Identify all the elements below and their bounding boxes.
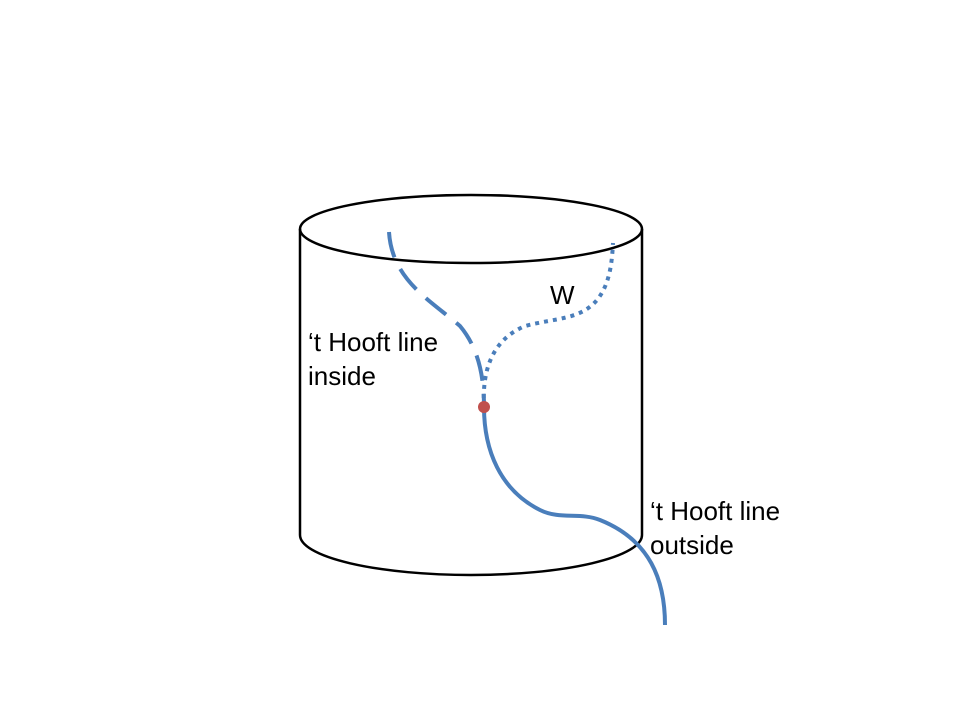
junction-point bbox=[478, 401, 490, 413]
hooft-line-inside-label-line1: ‘t Hooft line bbox=[308, 327, 439, 357]
hooft-line-outside-label: ‘t Hooft line outside bbox=[650, 494, 780, 562]
hooft-line-outside-label-line1: ‘t Hooft line bbox=[650, 496, 781, 526]
wilson-line-label: W bbox=[550, 280, 575, 310]
hooft-line-inside bbox=[387, 231, 486, 408]
cylinder-bottom-rim bbox=[298, 534, 644, 577]
wilson-line bbox=[481, 242, 615, 408]
hooft-line-inside-label: ‘t Hooft line inside bbox=[308, 325, 438, 393]
hooft-line-outside bbox=[482, 406, 667, 626]
cylinder-top-rim bbox=[298, 193, 644, 265]
hooft-line-outside-label-line2: outside bbox=[650, 530, 734, 560]
hooft-line-inside-label-line2: inside bbox=[308, 361, 376, 391]
